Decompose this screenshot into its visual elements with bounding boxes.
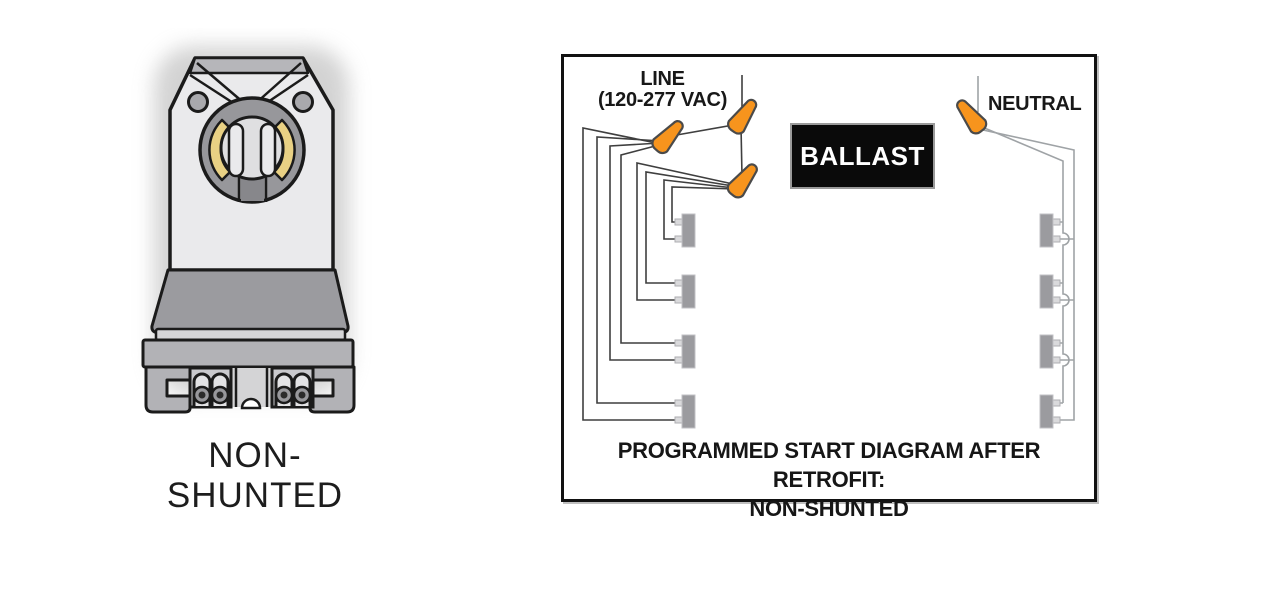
socket-wire: [636, 162, 734, 301]
wire-port-hole: [298, 391, 306, 399]
ballast-box: BALLAST: [790, 123, 935, 189]
holder-label: NON- SHUNTED: [108, 436, 402, 516]
socket-wire: [609, 142, 675, 361]
pin-channel: [241, 176, 264, 201]
neutral-label: NEUTRAL: [988, 93, 1082, 115]
socket-wire: [645, 171, 734, 284]
wire-nut-icon: [648, 115, 689, 158]
lamp-socket: [1039, 394, 1061, 429]
left-sockets: [674, 213, 696, 429]
neutral-wiring: [973, 76, 1075, 421]
diagram-caption-line1: PROGRAMMED START DIAGRAM AFTER RETROFIT:: [617, 438, 1041, 492]
ballast-label: BALLAST: [800, 140, 925, 171]
nut-to-nut-wire: [740, 125, 743, 177]
lamp-socket: [674, 394, 696, 429]
wire-port-hole: [216, 391, 224, 399]
terminal-group-left: [188, 366, 233, 409]
screw-hole-left: [187, 91, 209, 113]
lamp-socket: [674, 334, 696, 369]
lamp-socket: [1039, 213, 1061, 248]
lamp-socket: [1039, 274, 1061, 309]
right-sockets: [1039, 213, 1061, 429]
lamp-socket: [674, 213, 696, 248]
wire-nut-icon: [950, 94, 991, 138]
foot-right: [308, 365, 356, 414]
holder-shoulder: [150, 268, 350, 335]
lamp-socket: [1039, 334, 1061, 369]
neutral-outer-wire: [973, 127, 1075, 421]
terminal-group-right: [270, 366, 315, 409]
wiring-diagram-box: LINE (120-277 VAC) NEUTRAL BALLAST PROGR…: [561, 54, 1097, 521]
lampholder-illustration: [141, 46, 356, 414]
line-label-voltage: (120-277 VAC): [597, 89, 728, 111]
neutral-stub: [1060, 221, 1063, 404]
wire-port-hole: [280, 391, 288, 399]
holder-label-line2: SHUNTED: [166, 476, 344, 515]
screw-hole-right: [292, 91, 314, 113]
diagram-caption: PROGRAMMED START DIAGRAM AFTER RETROFIT:…: [564, 436, 1094, 523]
line-wiring: [582, 75, 743, 421]
neutral-jumper: [1060, 238, 1074, 361]
holder-base: [141, 338, 355, 369]
foot-left: [144, 365, 192, 414]
holder-strip: [154, 327, 347, 342]
socket-wire: [596, 136, 675, 404]
diagram-caption-line2: NON-SHUNTED: [749, 496, 909, 521]
socket-wire: [582, 127, 675, 421]
socket-wire: [663, 179, 735, 240]
holder-top-face: [188, 56, 310, 75]
line-label-title: LINE: [640, 68, 685, 90]
line-label: LINE (120-277 VAC): [580, 69, 745, 111]
wire-port-hole: [198, 391, 206, 399]
pin-slot-right: [259, 122, 277, 178]
pin-channel-walls: [237, 174, 268, 202]
v-groove-line: [196, 62, 245, 104]
wire-nut-icon: [723, 158, 764, 202]
base-notch: [240, 397, 262, 410]
pin-slot-left: [227, 122, 245, 178]
wiring-svg: [582, 75, 1075, 429]
v-groove-line: [255, 62, 302, 104]
socket-wire: [620, 144, 675, 344]
socket-wire: [671, 186, 736, 223]
lamp-socket: [674, 274, 696, 309]
holder-label-line1: NON-: [208, 436, 302, 475]
base-center-lines: [234, 368, 269, 407]
